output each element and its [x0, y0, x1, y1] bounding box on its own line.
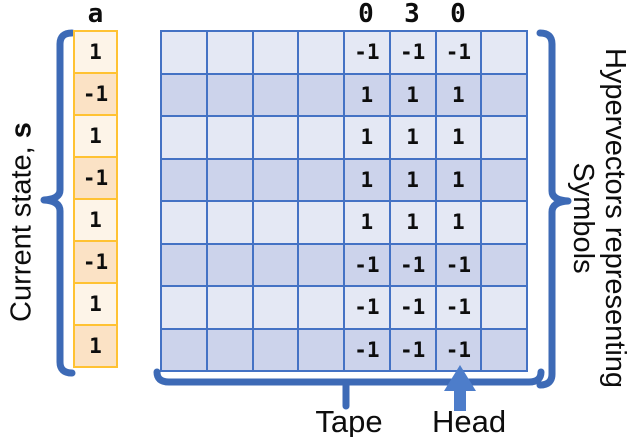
current-state-label-text: Current state,	[5, 138, 38, 322]
state-cell: 1	[75, 282, 116, 324]
matrix-cell: 1	[345, 74, 389, 115]
state-cell: -1	[75, 240, 116, 282]
matrix-cell	[207, 159, 252, 200]
matrix-cell: -1	[390, 287, 435, 328]
matrix-cell	[299, 74, 343, 115]
state-cell: 1	[75, 114, 116, 156]
matrix-cell	[482, 74, 526, 115]
matrix-cell	[482, 244, 526, 285]
matrix-cell	[253, 74, 298, 115]
tape-label: Tape	[315, 404, 383, 437]
matrix-cell	[299, 244, 343, 285]
matrix-cell: -1	[345, 329, 389, 370]
curly-brace-right-icon	[536, 29, 572, 389]
matrix-cell	[207, 32, 252, 73]
matrix-cell	[299, 32, 343, 73]
matrix-cell	[162, 159, 206, 200]
symbols-label-line1: Hypervectors representing	[598, 47, 631, 389]
matrix-cell: -1	[345, 32, 389, 73]
matrix-cell	[162, 287, 206, 328]
state-vector-header: a	[87, 0, 104, 29]
matrix-cell	[482, 287, 526, 328]
matrix-cell	[207, 329, 252, 370]
matrix-cell: 1	[345, 117, 389, 158]
matrix-cell	[299, 159, 343, 200]
matrix-cell	[207, 117, 252, 158]
matrix-cell	[482, 32, 526, 73]
matrix-cell	[207, 244, 252, 285]
state-cell: 1	[75, 32, 116, 72]
matrix-cell: -1	[436, 244, 481, 285]
matrix-cell: 1	[436, 117, 481, 158]
matrix-cell: 1	[436, 159, 481, 200]
state-cell: -1	[75, 72, 116, 114]
matrix-cell	[207, 287, 252, 328]
matrix-cell	[162, 202, 206, 243]
current-state-symbol: s	[5, 122, 38, 139]
curly-brace-left-icon	[40, 29, 76, 377]
matrix-cell	[482, 159, 526, 200]
matrix-cell	[253, 329, 298, 370]
matrix-cell: -1	[390, 244, 435, 285]
matrix-cell	[253, 117, 298, 158]
matrix-cell: -1	[436, 287, 481, 328]
matrix-cell: 1	[436, 202, 481, 243]
matrix-cell	[162, 32, 206, 73]
symbols-label-line2: Symbols	[567, 162, 599, 274]
matrix-cell: -1	[436, 329, 481, 370]
matrix-cell: 1	[345, 202, 389, 243]
state-cell: 1	[75, 198, 116, 240]
matrix-cell	[162, 117, 206, 158]
state-cell: -1	[75, 156, 116, 198]
matrix-cell	[299, 202, 343, 243]
symbol-top-label: 0	[358, 0, 374, 29]
matrix-cell: 1	[390, 117, 435, 158]
matrix-cell: 1	[390, 202, 435, 243]
symbol-labels-row: 0 3 0	[343, 0, 481, 29]
head-label: Head	[431, 404, 507, 437]
symbol-top-label: 3	[404, 0, 420, 29]
matrix-cell: 1	[345, 159, 389, 200]
matrix-cell: 1	[390, 74, 435, 115]
matrix-cell	[253, 159, 298, 200]
matrix-cell	[482, 117, 526, 158]
matrix-cell: -1	[436, 32, 481, 73]
matrix-cell: -1	[345, 244, 389, 285]
matrix-cell	[253, 32, 298, 73]
symbol-top-label: 0	[450, 0, 466, 29]
matrix-cell	[253, 244, 298, 285]
matrix-cell	[162, 244, 206, 285]
matrix-cell	[253, 202, 298, 243]
matrix-cell	[253, 287, 298, 328]
matrix-cell: 1	[436, 74, 481, 115]
matrix-cell	[299, 117, 343, 158]
matrix-cell: -1	[390, 329, 435, 370]
matrix-cell	[482, 329, 526, 370]
matrix-cell	[482, 202, 526, 243]
matrix-cell	[162, 74, 206, 115]
matrix-cell	[207, 202, 252, 243]
symbols-label: Hypervectors representing Symbols	[566, 47, 631, 389]
matrix-cell	[207, 74, 252, 115]
matrix-cell	[162, 329, 206, 370]
matrix-cell	[299, 287, 343, 328]
matrix-cell: 1	[390, 159, 435, 200]
matrix-cell: -1	[390, 32, 435, 73]
curly-brace-bottom-icon	[153, 368, 545, 410]
current-state-label: Current state, s	[6, 122, 39, 322]
head-up-arrow-icon	[444, 365, 476, 411]
state-cell: 1	[75, 324, 116, 366]
matrix-cell: -1	[345, 287, 389, 328]
matrix-cell	[299, 329, 343, 370]
